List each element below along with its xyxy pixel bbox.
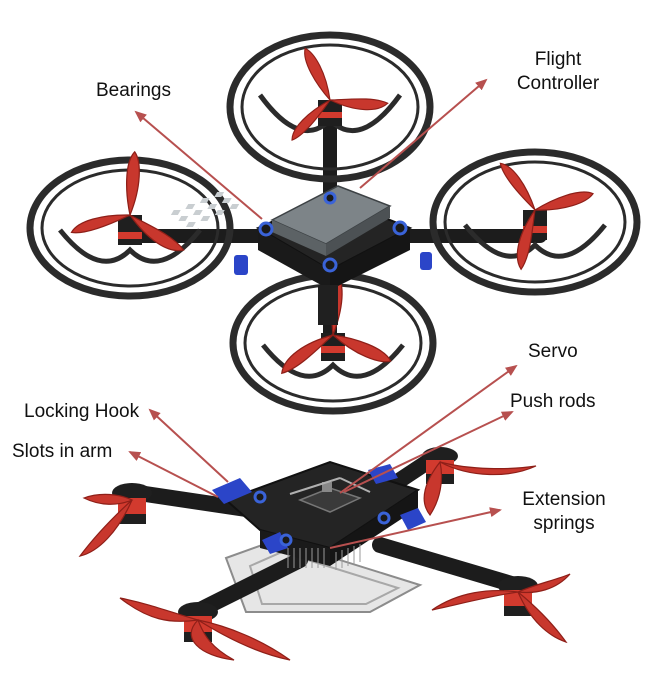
label-extension-springs-line1: Extension — [522, 489, 606, 510]
propeller — [423, 460, 443, 517]
arrow-slots-in-arm — [128, 451, 219, 498]
push-rods — [289, 477, 371, 495]
propeller — [197, 619, 291, 661]
propeller — [119, 597, 199, 622]
bearings — [258, 191, 408, 273]
propeller — [499, 147, 605, 271]
label-extension-springs: Extension springs — [514, 488, 614, 536]
top-center-body — [170, 185, 432, 325]
label-extension-springs-line2: springs — [533, 513, 595, 534]
propeller — [82, 493, 134, 505]
bottom-propellers — [78, 460, 571, 661]
label-push-rods: Push rods — [510, 391, 596, 412]
arrow-extension-springs — [329, 507, 502, 549]
propeller — [190, 618, 235, 661]
arrow-bearings — [134, 110, 263, 220]
arrow-servo — [339, 364, 518, 494]
label-servo: Servo — [528, 341, 578, 362]
motor-left — [118, 215, 142, 245]
extension-springs — [287, 544, 361, 570]
bottom-bearings — [253, 490, 391, 547]
flight-controller — [170, 185, 392, 256]
bottom-drone — [78, 447, 571, 661]
guard-right — [429, 148, 641, 296]
label-locking-hook: Locking Hook — [24, 401, 140, 422]
label-flight-controller-line1: Flight — [534, 49, 582, 70]
label-flight-controller: Flight Controller — [508, 48, 608, 96]
propeller — [439, 461, 537, 476]
top-drone — [26, 27, 641, 419]
label-slots-in-arm: Slots in arm — [12, 441, 113, 462]
label-flight-controller-line2: Controller — [516, 73, 600, 94]
annotation-arrows — [128, 78, 518, 549]
label-bearings: Bearings — [96, 80, 171, 101]
arrow-locking-hook — [148, 408, 229, 483]
propeller — [515, 573, 571, 594]
propeller — [431, 590, 519, 611]
propeller — [78, 499, 133, 557]
servo — [297, 482, 363, 513]
arrow-push-rods — [343, 411, 514, 493]
arrow-flight-controller — [359, 78, 488, 189]
propeller — [517, 591, 568, 644]
